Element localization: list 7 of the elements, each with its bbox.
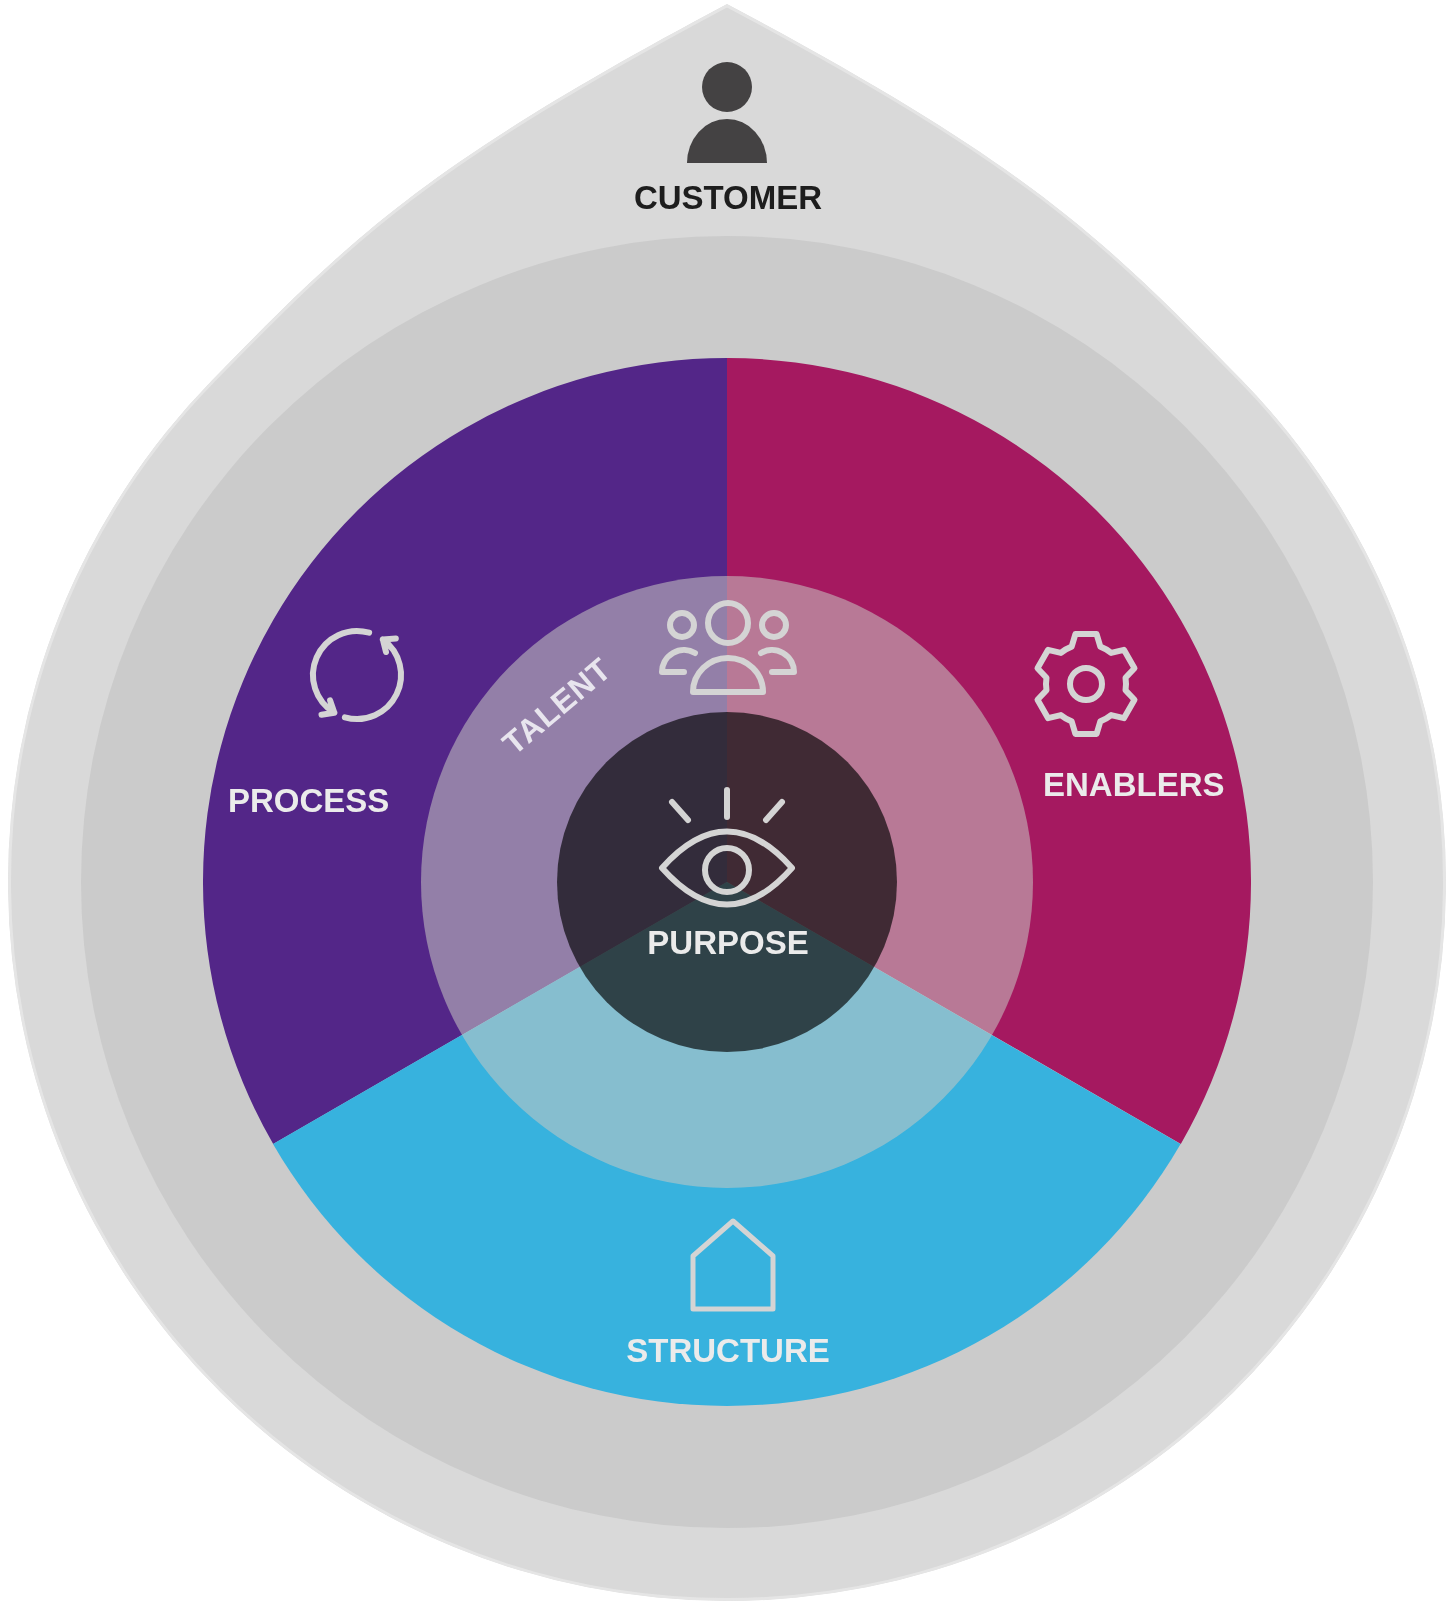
center-label: PURPOSE xyxy=(647,926,809,959)
segment-label: ENABLERS xyxy=(1043,768,1225,801)
heading-label: CUSTOMER xyxy=(633,181,823,214)
segment-label: STRUCTURE xyxy=(626,1334,830,1367)
pie-segment xyxy=(273,882,1181,1406)
segment-label: PROCESS xyxy=(228,784,390,817)
teardrop-shape xyxy=(8,4,1446,1601)
